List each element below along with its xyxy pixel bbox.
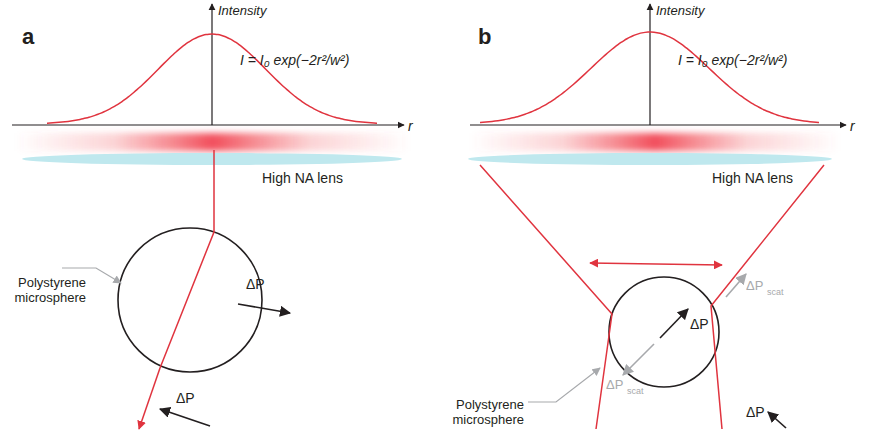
beam-profile <box>15 133 410 151</box>
leader-line <box>528 368 600 402</box>
light-ray <box>711 165 824 429</box>
scatter-momentum-arrow <box>726 274 746 297</box>
momentum-label: ΔP <box>176 390 195 406</box>
intensity-axis <box>211 4 212 125</box>
light-ray <box>139 368 160 429</box>
light-ray <box>480 165 612 429</box>
formula: I = I₀ exp(−2r²/w²) <box>678 52 787 68</box>
part-name: High NA lens <box>262 170 343 186</box>
lens <box>22 153 402 165</box>
panel-letter: b <box>478 24 491 49</box>
scattered-light <box>590 263 722 265</box>
momentum-label: ΔP <box>606 378 623 393</box>
momentum-arrow <box>160 409 210 426</box>
subscript: scat <box>767 287 784 297</box>
light-ray <box>160 150 214 368</box>
momentum-label: ΔP <box>746 279 763 294</box>
axis-title: Intensity <box>656 4 704 19</box>
momentum-label: ΔP <box>690 316 709 332</box>
momentum-arrow <box>238 304 290 313</box>
scatter-momentum-arrow <box>623 344 654 375</box>
axis-title: r <box>408 118 413 134</box>
momentum-label: ΔP <box>246 276 265 292</box>
beam-profile <box>470 133 840 151</box>
part-name: High NA lens <box>712 170 793 186</box>
momentum-arrow <box>660 309 688 338</box>
panel-letter: a <box>22 24 34 49</box>
momentum-arrow <box>768 412 786 428</box>
r-axis <box>12 124 404 125</box>
formula: I = I₀ exp(−2r²/w²) <box>240 52 349 68</box>
r-axis <box>470 124 846 125</box>
part-name: Polystyrene microsphere <box>2 276 86 306</box>
gaussian-curve <box>47 34 377 123</box>
lens <box>468 153 832 165</box>
axis-title: Intensity <box>218 4 266 19</box>
subscript: scat <box>627 386 644 396</box>
intensity-axis <box>649 4 650 125</box>
axis-title: r <box>850 118 855 134</box>
momentum-label: ΔP <box>746 404 765 420</box>
microsphere <box>118 228 262 372</box>
part-name: Polystyrene microsphere <box>440 398 524 428</box>
microsphere <box>609 277 719 387</box>
gaussian-curve <box>480 32 819 123</box>
